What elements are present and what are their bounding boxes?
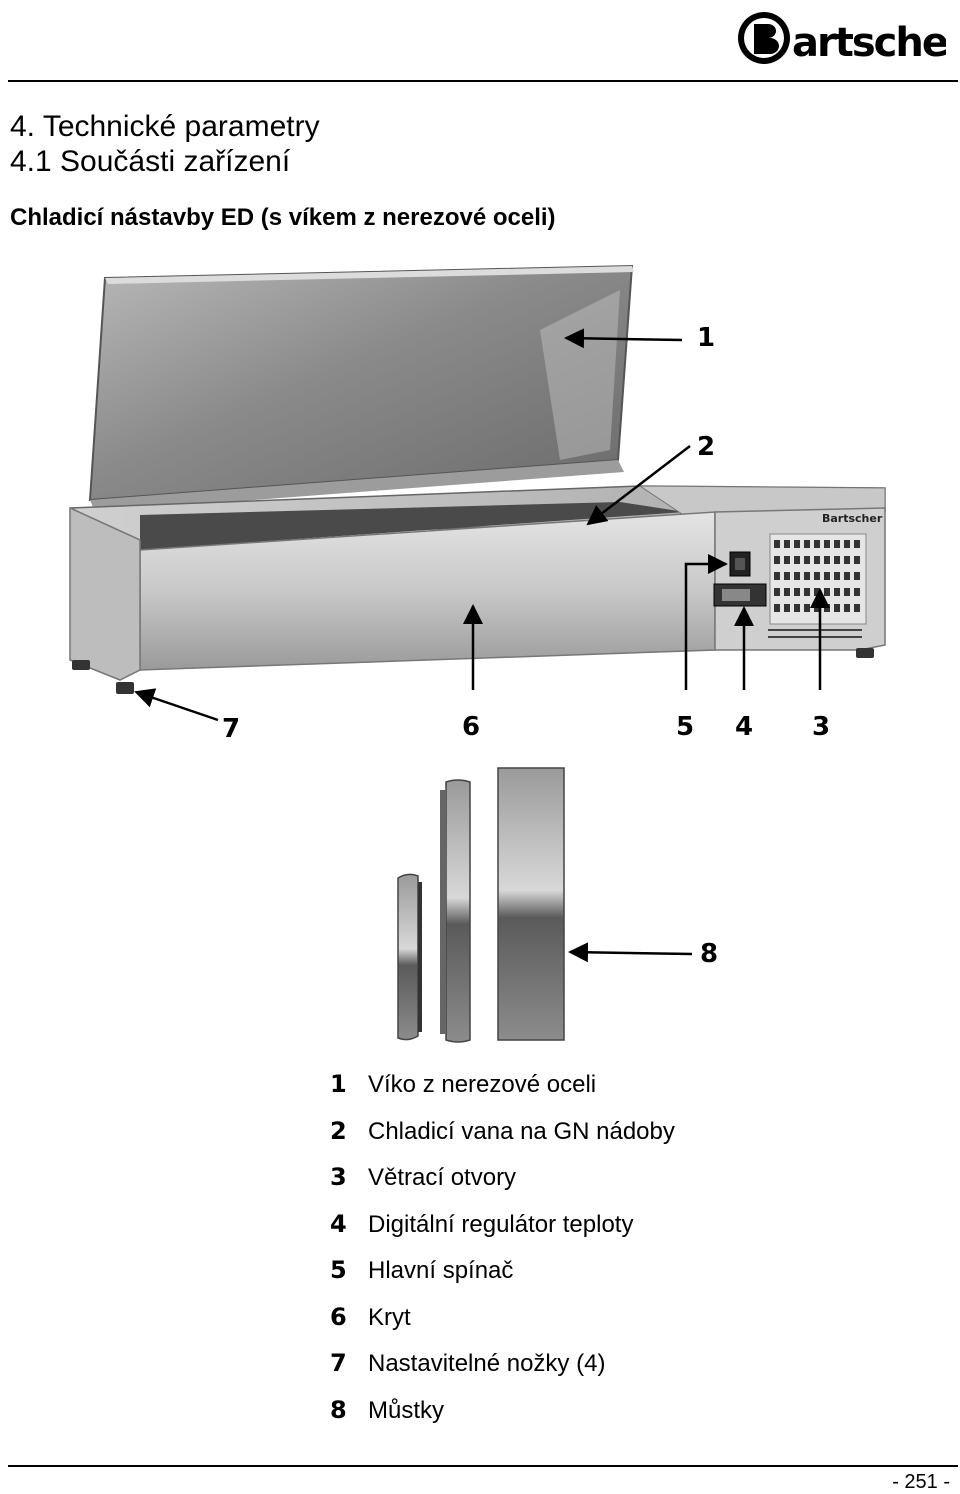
legend-number: 3 [330,1163,347,1191]
stainless-lid [88,264,634,512]
legend-label: Hlavní spínač [368,1257,514,1284]
legend-number: 5 [330,1256,347,1284]
page-number: - 251 - [892,1471,950,1493]
product-figure: Bartscher 1 2 [69,264,886,1043]
bridges [397,767,565,1043]
legend-item: 4 Digitální regulátor teploty [330,1210,750,1257]
callout-7: 7 [222,714,240,744]
callout-6: 6 [462,712,480,742]
svg-text:artscher: artscher [792,20,946,66]
legend-item: 6 Kryt [330,1303,750,1350]
bartscher-logo: artscher [738,12,946,66]
legend-label: Větrací otvory [368,1164,517,1191]
callout-8: 8 [700,939,718,969]
footer-rule [8,1465,958,1467]
callout-4: 4 [735,712,753,742]
legend-label: Víko z nerezové oceli [368,1071,597,1098]
legend-number: 8 [330,1395,347,1424]
legend-label: Kryt [368,1303,411,1331]
legend-number: 4 [330,1209,347,1238]
header-rule [8,80,958,82]
legend-number: 7 [330,1349,347,1377]
callout-1: 1 [697,323,715,353]
legend-number: 2 [330,1116,347,1145]
ventilation-grille [768,533,867,638]
legend-number: 6 [330,1302,347,1331]
section-title: 4. Technické parametry [10,110,320,143]
legend-item: 7 Nastavitelné nožky (4) [330,1349,750,1396]
legend-label: Nastavitelné nožky (4) [368,1350,606,1377]
legend-label: Chladicí vana na GN nádoby [368,1117,675,1145]
legend-item: 5 Hlavní spínač [330,1256,750,1303]
unit-body: Bartscher [69,485,886,681]
legend-label: Digitální regulátor teploty [368,1210,634,1238]
legend-number: 1 [330,1070,347,1098]
component-legend: 1 Víko z nerezové oceli 2 Chladicí vana … [330,1070,750,1442]
legend-item: 2 Chladicí vana na GN nádoby [330,1117,750,1164]
legend-item: 1 Víko z nerezové oceli [330,1070,750,1117]
callout-5: 5 [676,712,694,742]
adjustable-feet [72,648,874,694]
svg-text:Bartscher: Bartscher [822,512,883,525]
legend-label: Můstky [368,1396,445,1424]
callout-3: 3 [812,712,830,742]
subsection-title: 4.1 Součásti zařízení [10,145,291,178]
figure-title: Chladicí nástavby ED (s víkem z nerezové… [10,204,556,231]
callout-2: 2 [697,432,715,462]
legend-item: 8 Můstky [330,1396,750,1443]
legend-item: 3 Větrací otvory [330,1163,750,1210]
